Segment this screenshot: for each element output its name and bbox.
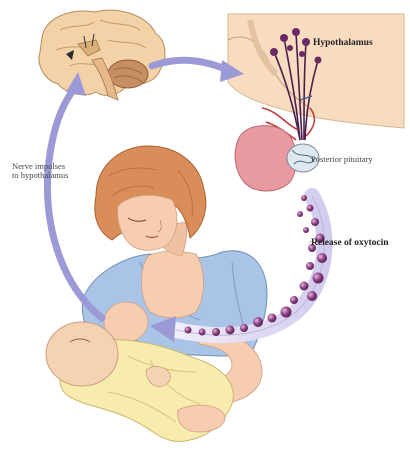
oxytocin-particle — [281, 307, 292, 318]
oxytocin-particle — [303, 227, 309, 233]
label-hypothalamus: Hypothalamus — [313, 38, 373, 48]
oxytocin-particle — [297, 211, 303, 217]
oxytocin-particle — [240, 324, 248, 332]
oxytocin-particle — [253, 317, 263, 327]
oxytocin-particle — [268, 314, 277, 323]
oxytocin-particle — [307, 205, 314, 212]
oxytocin-particle — [317, 253, 327, 263]
oxytocin-particle — [311, 218, 319, 226]
oxytocin-particle — [226, 326, 235, 335]
oxytocin-particle — [212, 328, 220, 336]
oxytocin-particle — [300, 282, 309, 291]
oxytocin-particle — [313, 273, 324, 284]
oxytocin-particle — [306, 262, 314, 270]
label-release-of-oxytocin: Release of oxytocin — [311, 238, 389, 248]
oxytocin-particle — [290, 296, 298, 304]
oxytocin-particle — [185, 327, 192, 334]
oxytocin-particle — [301, 195, 307, 201]
label-posterior-pituitary: Posterior pituitary — [311, 155, 373, 164]
label-nerve-impulses-line2: to hypothalamus — [12, 171, 68, 180]
label-nerve-impulses: Nerve impulses to hypothalamus — [12, 162, 68, 181]
oxytocin-particle — [199, 329, 206, 336]
brain-illustration — [39, 10, 165, 100]
oxytocin-particle — [307, 291, 317, 301]
